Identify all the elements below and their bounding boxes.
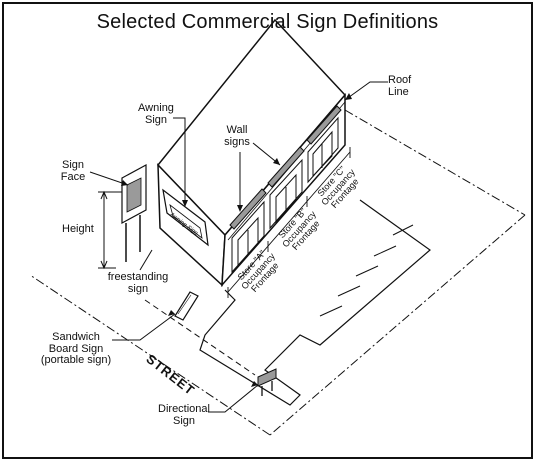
storefront-a	[231, 200, 265, 274]
property-line	[29, 109, 526, 436]
sandwich-board-label-line1: Sandwich	[52, 331, 100, 343]
frontage-dimensions	[227, 147, 351, 298]
awning-sign-label-line2: Sign	[144, 113, 168, 126]
directional-sign	[257, 368, 277, 396]
street-edge	[144, 299, 256, 376]
storefront-c	[307, 116, 339, 184]
sign-face-label-line1: Sign	[61, 159, 85, 171]
directional-sign-label-line1: Directional	[158, 403, 210, 415]
sandwich-board-label-line2: Board Sign	[48, 342, 104, 355]
roof-line-label-line1: Roof	[388, 74, 412, 86]
freestanding-sign-label: freestanding sign	[106, 271, 170, 295]
roof-line-label-line2: Line	[388, 85, 409, 98]
freestanding-sign-label-line1: freestanding	[107, 271, 169, 283]
wall-signs-label-line2: signs	[224, 135, 250, 148]
awning-sign-label: Awning Sign	[136, 102, 176, 126]
roof-line-label: Roof Line	[388, 74, 412, 98]
sign-face-label: Sign Face	[56, 159, 90, 183]
awning	[162, 188, 209, 247]
wall-sign-b	[267, 146, 305, 188]
awning-sign-label-line1: Awning	[138, 102, 174, 114]
storefront-b	[269, 158, 303, 230]
building	[157, 18, 347, 288]
freestanding-sign-label-line2: sign	[127, 282, 149, 295]
height-label: Height	[62, 223, 94, 235]
leader-lines	[89, 81, 388, 413]
parking-stripes	[319, 224, 414, 317]
wall-sign-c	[306, 105, 342, 145]
building-front-wall	[221, 92, 346, 288]
sandwich-board-sign	[174, 291, 199, 321]
wall-signs-label-line1: Wall	[226, 124, 248, 136]
wall-sign-a	[229, 188, 267, 230]
sign-face-label-line2: Face	[60, 170, 86, 183]
site-outline	[199, 199, 431, 406]
height-dimension	[98, 190, 122, 270]
directional-sign-label-line2: Sign	[172, 414, 196, 427]
wall-signs-label: Wall signs	[220, 124, 254, 148]
directional-sign-label: Directional Sign	[156, 403, 212, 427]
freestanding-sign	[121, 163, 147, 262]
sandwich-board-label: Sandwich Board Sign (portable sign)	[36, 331, 116, 367]
sandwich-board-label-line3: (portable sign)	[40, 354, 112, 367]
diagram-title: Selected Commercial Sign Definitions	[96, 11, 439, 33]
leader-arrowheads	[121, 93, 352, 387]
